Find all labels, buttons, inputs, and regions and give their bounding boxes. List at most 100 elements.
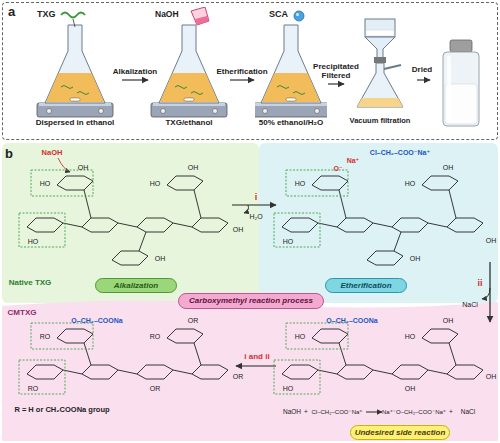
knob (263, 109, 268, 114)
reaction-arrow (366, 412, 382, 413)
stir-plate (151, 103, 227, 117)
process-arrow (122, 79, 148, 80)
glycosidic-bond (139, 232, 146, 251)
highlight-box (19, 213, 65, 247)
sugar-ring (192, 218, 228, 232)
glycosidic-bond (373, 223, 392, 227)
pill-text: Alkalization (114, 282, 158, 290)
highlight-box (31, 323, 93, 349)
glycosidic-bond (194, 190, 201, 218)
sugar-ring (167, 176, 203, 190)
figure-label: Na⁺⁻O–CH₂–COO⁻Na⁺ (382, 409, 446, 415)
sugar-ring (27, 365, 63, 379)
glycosidic-bond (118, 223, 137, 227)
flask-liquid (46, 73, 104, 102)
glycosidic-bond (173, 370, 192, 374)
sugar-ring (392, 218, 428, 232)
figure-label: OR (188, 317, 199, 324)
pill-text: Undesired side reaction (355, 429, 446, 437)
byproduct-arrow (244, 205, 249, 213)
txg-icon (61, 13, 85, 18)
sugar-ring (422, 176, 458, 190)
sugar-ring (167, 329, 203, 343)
byproduct-arrow (482, 288, 490, 299)
etherification-region (259, 143, 498, 303)
figure-label: HO (405, 333, 416, 340)
filter-flask (357, 63, 403, 107)
flask-liquid (262, 73, 320, 102)
figure-label: NaOH (42, 149, 63, 157)
figure-label: HO (28, 238, 39, 245)
sugar-ring (312, 176, 348, 190)
glycosidic-bond (394, 232, 401, 251)
figure-label: OH (233, 226, 244, 233)
filter-cake (366, 30, 394, 36)
glycosidic-bond (449, 343, 456, 365)
figure-label: HO (283, 385, 294, 392)
glycosidic-bond (118, 370, 137, 374)
step-caption: Vacuum filtration (341, 117, 419, 125)
figure-label: ii (477, 279, 482, 288)
figure-label: RO (150, 333, 161, 340)
sugar-ring (447, 218, 483, 232)
figure-label: HO (405, 180, 416, 187)
figure-label: i (255, 193, 258, 202)
reaction-arrow (236, 365, 276, 366)
stopper (374, 57, 386, 63)
glycosidic-bond (63, 223, 82, 227)
knob (47, 109, 52, 114)
figure-label: + (304, 409, 308, 416)
highlight-box (286, 170, 348, 196)
side-arm (384, 65, 401, 69)
reaction-arrow (232, 204, 276, 205)
highlight-box (31, 170, 93, 196)
glycosidic-bond (373, 370, 392, 374)
glycosidic-bond (339, 343, 346, 365)
figure-label: OH (443, 317, 454, 324)
sugar-ring (57, 176, 93, 190)
step-caption: 50% ethanol/H₂O (251, 119, 331, 128)
glycosidic-bond (194, 343, 201, 365)
knob (213, 109, 218, 114)
flask-step: TXGDispersed in ethanol (29, 7, 121, 137)
figure-label: Cl–CH₂–COO⁻Na⁺ (311, 409, 362, 415)
process-arrow (230, 79, 254, 80)
figure-label: O–CH₂–COONa (71, 317, 122, 324)
glycosidic-bond (63, 370, 82, 374)
beaker-liquid (195, 16, 209, 25)
sugar-ring (82, 218, 118, 232)
glycosidic-bond (428, 223, 447, 227)
stage-pill: Carboxymethyl reaction process (178, 293, 324, 309)
stir-bar (184, 98, 194, 101)
sphere-shine (296, 13, 299, 16)
sugar-ring (367, 251, 403, 265)
glycosidic-bond (84, 343, 91, 365)
reagent-label: SCA (269, 10, 288, 20)
figure-label: R = H or CH₂COONa group (14, 406, 109, 414)
figure-label: OH (188, 164, 199, 171)
funnel-top (365, 19, 395, 37)
highlight-box (274, 213, 320, 247)
flask-body (159, 25, 219, 103)
figure-label: HO (283, 238, 294, 245)
vial-highlight (447, 56, 451, 120)
figure-label: b (5, 147, 13, 160)
figure-label: HO (295, 180, 306, 187)
sugar-ring (112, 251, 148, 265)
glycosidic-bond (449, 190, 456, 218)
step-caption: Dispersed in ethanol (29, 119, 121, 128)
flask-body (261, 25, 321, 103)
glycosidic-bond (173, 223, 192, 227)
knob (315, 109, 320, 114)
stage-pill: Etherification (325, 278, 407, 293)
flask-liquid (160, 73, 218, 102)
flask-illustration (29, 7, 121, 137)
edge-label: Alkalization (113, 68, 157, 77)
pill-text: Carboxymethyl reaction process (189, 297, 313, 305)
figure-label: OH (486, 373, 497, 380)
flask-body (45, 25, 105, 103)
stage-pill: Undesired side reaction (350, 425, 450, 440)
stir-plate (37, 103, 113, 117)
